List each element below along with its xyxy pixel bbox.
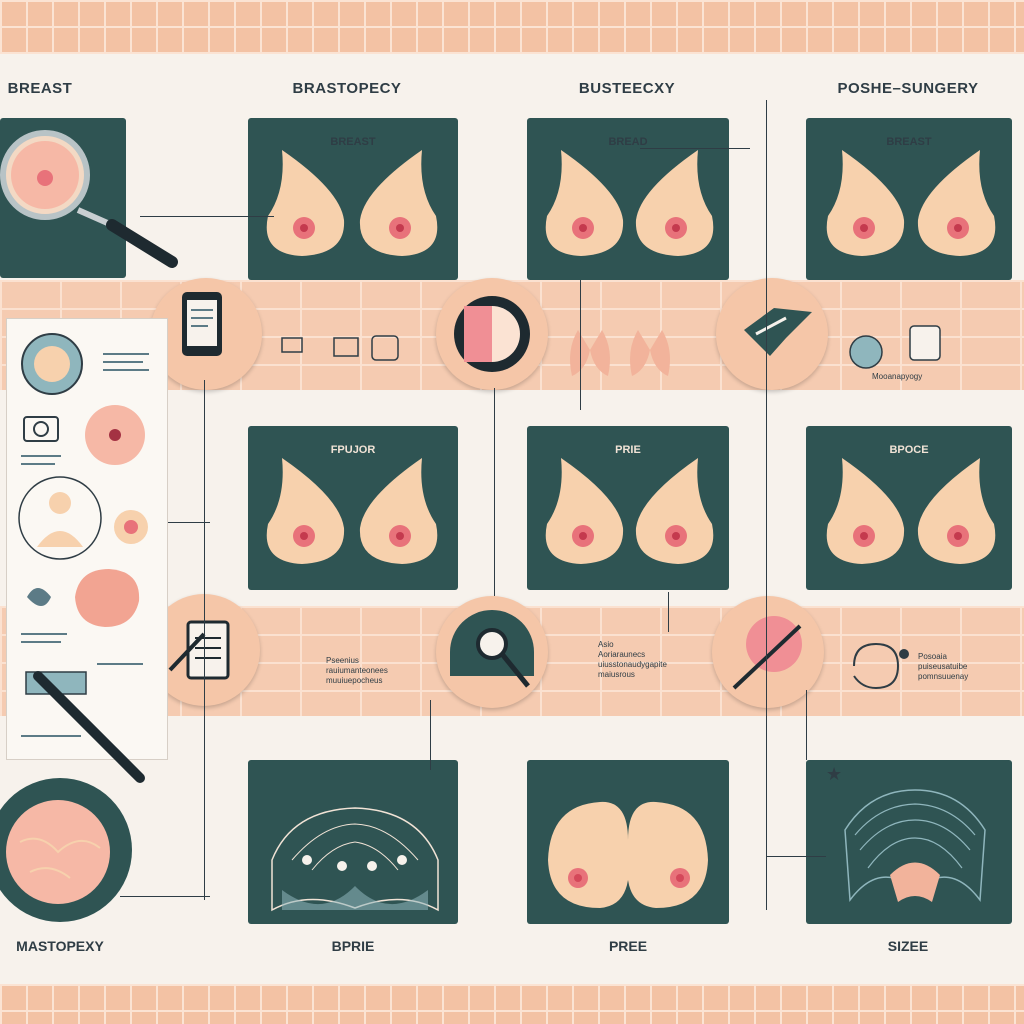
tablet-icon xyxy=(182,292,222,356)
footer-label-1: MASTOPEXY xyxy=(16,938,104,954)
band-glyphs-upper-right xyxy=(849,325,941,369)
pen-icon xyxy=(33,671,145,783)
breast-illustration xyxy=(628,150,718,260)
band-glyphs-upper-left xyxy=(281,335,399,361)
panel-label-mid-4: BPOCE xyxy=(889,444,929,456)
breast-illustration xyxy=(262,150,352,260)
tile-wall-bottom xyxy=(0,984,1024,1024)
connector xyxy=(766,856,826,857)
breast-illustration xyxy=(910,458,1000,568)
step-circle-incision xyxy=(712,596,824,708)
step-circle-tablet xyxy=(150,278,262,390)
step-circle-scope xyxy=(436,278,548,390)
connector xyxy=(430,700,431,770)
breast-illustration xyxy=(352,150,442,260)
connector xyxy=(204,380,205,900)
footer-label-3: PREE xyxy=(608,938,648,954)
column-header-4: POSHE–SUNGERY xyxy=(837,80,979,97)
tissue-icon xyxy=(85,405,145,465)
incision-tool-icon xyxy=(732,616,802,690)
lab-dish-icon xyxy=(21,333,83,395)
patient-figure-icon xyxy=(18,476,102,560)
connector xyxy=(494,388,495,596)
connector xyxy=(668,592,669,632)
column-header-1: BREAST xyxy=(7,80,73,97)
breast-profile-icon xyxy=(548,801,708,908)
tile-wall-top xyxy=(0,0,1024,54)
footer-label-4: SIZEE xyxy=(887,938,929,954)
scalpel-icon xyxy=(744,308,812,356)
gland-icon xyxy=(75,569,140,627)
connector xyxy=(140,216,274,217)
breast-illustration xyxy=(541,458,631,568)
panel-label-top-3: BREAD xyxy=(608,136,648,148)
nipple-detail-icon xyxy=(114,510,148,544)
connector xyxy=(766,100,767,910)
breast-illustration xyxy=(910,150,1000,260)
tissue-diagram-icon xyxy=(271,807,439,912)
column-header-3: BUSTEECXY xyxy=(578,80,676,97)
clipboard-icon xyxy=(168,620,230,680)
panel-label-top-2: BREAST xyxy=(330,136,376,148)
connector xyxy=(640,148,750,149)
organ-icon xyxy=(27,588,51,606)
magnifier-icon xyxy=(0,130,178,268)
connector xyxy=(806,690,807,760)
connector xyxy=(120,896,210,897)
panel-label-top-4: BREAST xyxy=(886,136,932,148)
breast-illustration xyxy=(352,458,442,568)
column-header-2: BRASTOPECY xyxy=(292,80,402,97)
breast-illustration xyxy=(822,150,912,260)
search-icon xyxy=(450,610,534,688)
reference-sheet xyxy=(6,318,168,760)
breast-illustration xyxy=(541,150,631,260)
breast-illustration xyxy=(262,458,352,568)
band-note-lower-2: Pseenius rauiumanteonees muuiuepocheus xyxy=(326,656,388,685)
scope-icon xyxy=(454,296,530,372)
skin-texture-icon xyxy=(0,778,132,922)
panel-label-mid-3: PRIE xyxy=(615,444,641,456)
breast-illustration xyxy=(628,458,718,568)
band-note-lower-3: Asio Aoriaraunecs uiusstonaudygapite mai… xyxy=(598,640,667,679)
stethoscope-icon xyxy=(853,642,909,690)
lungs-icon xyxy=(570,330,670,376)
band-note-upper-right: Mooanapyogy xyxy=(872,372,923,381)
step-circle-magnifier xyxy=(436,596,548,708)
camera-icon xyxy=(23,416,59,442)
breast-illustration xyxy=(822,458,912,568)
panel-label-mid-2: FPUJOR xyxy=(330,444,376,456)
step-circle-scalpel xyxy=(716,278,828,390)
contour-map-icon xyxy=(844,789,986,903)
footer-label-2: BPRIE xyxy=(331,938,375,954)
band-note-lower-4: Posoaia puiseusatuibe pomnsuuenay xyxy=(918,652,969,681)
connector xyxy=(580,280,581,410)
star-icon: ★ xyxy=(826,764,843,784)
